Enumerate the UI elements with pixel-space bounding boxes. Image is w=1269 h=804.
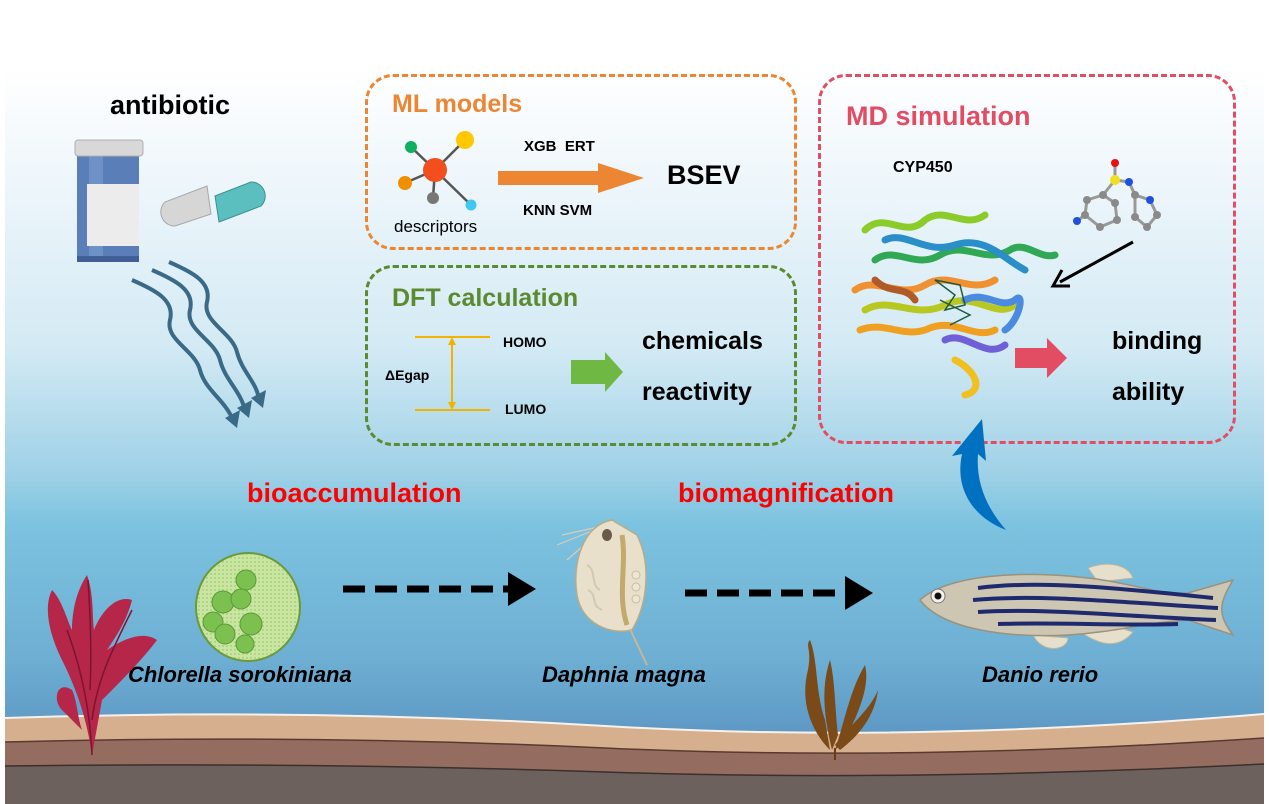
wavy-flow-arrows-icon [131,260,266,428]
energy-gap-diagram [415,336,490,411]
pill-bottle-icon [74,139,144,262]
organism-daphnia-label: Daphnia magna [542,662,706,687]
ability-label: ability [1112,378,1185,406]
ml-models-title: ML models [392,90,523,118]
ml-models-panel [365,74,797,250]
binding-arrow-icon [1050,240,1134,288]
seabed [4,713,1265,804]
cyp450-label: CYP450 [893,159,953,176]
organism-danio-label: Danio rerio [982,662,1099,687]
bsev-label: BSEV [667,160,741,190]
chemicals-label: chemicals [642,327,763,355]
binding-label: binding [1112,327,1203,355]
energy-gap-label: ΔEgap [385,367,430,383]
lumo-label: LUMO [505,401,547,417]
ml-models-top-label: XGB ERT [524,138,595,155]
red-seaweed-icon [47,575,157,756]
dashed-arrow-1-icon [343,572,536,606]
capsule-icon [160,181,266,227]
ml-arrow-icon [498,163,644,193]
biomagnification-label: biomagnification [678,478,894,508]
zebrafish-icon [918,563,1236,649]
dashed-arrow-2-icon [685,576,873,610]
reactivity-label: reactivity [642,378,752,406]
bioaccumulation-label: bioaccumulation [247,478,462,508]
dft-calculation-panel [365,265,797,446]
curved-up-arrow-icon [952,419,1006,530]
antibiotic-molecule-ball-stick-icon [1073,159,1161,231]
ml-models-bottom-label: KNN SVM [523,202,593,219]
dft-arrow-icon [571,352,623,392]
dft-calculation-title: DFT calculation [392,284,579,312]
molecule-descriptor-icon [398,131,477,211]
md-simulation-title: MD simulation [846,101,1031,131]
md-simulation-panel [818,74,1236,444]
antibiotic-label: antibiotic [110,90,230,120]
descriptors-label: descriptors [394,217,478,236]
homo-label: HOMO [503,334,547,350]
brown-kelp-icon [805,640,878,760]
organism-chlorella-label: Chlorella sorokiniana [128,662,352,687]
cyp450-protein-structure-icon [851,211,1059,399]
md-arrow-icon [1015,338,1067,378]
chlorella-cell-icon [195,552,301,662]
ocean-background [5,68,1264,804]
daphnia-icon [556,519,648,666]
